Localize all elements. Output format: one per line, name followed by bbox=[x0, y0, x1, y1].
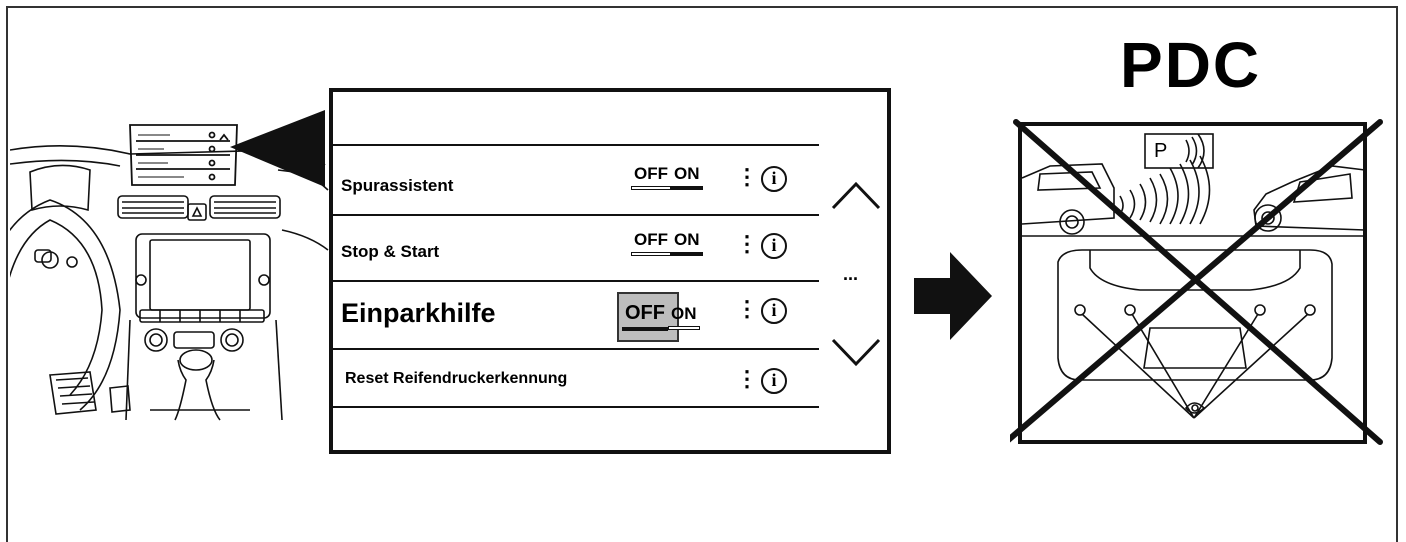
toggle-on-label: ON bbox=[668, 304, 700, 330]
info-icon[interactable]: i bbox=[761, 166, 787, 192]
toggle-on-label: ON bbox=[671, 164, 703, 190]
more-options-icon[interactable]: ⋮ bbox=[736, 231, 758, 256]
more-options-icon[interactable]: ⋮ bbox=[736, 366, 758, 391]
info-icon[interactable]: i bbox=[761, 298, 787, 324]
toggle-off-label: OFF bbox=[622, 302, 668, 331]
row-label: Stop & Start bbox=[341, 242, 440, 261]
parking-sensor-symbol: P bbox=[1154, 140, 1168, 162]
row-label: Reset Reifendruckerkennung bbox=[345, 370, 568, 387]
pdc-illustration bbox=[1010, 119, 1383, 445]
more-options-icon[interactable]: ⋮ bbox=[736, 164, 758, 189]
toggle-off-label: OFF bbox=[631, 230, 671, 256]
toggle-off-label: OFF bbox=[631, 164, 671, 190]
figure-frame bbox=[6, 6, 1398, 542]
chevron-down-icon[interactable] bbox=[829, 336, 883, 370]
selection-highlight bbox=[617, 292, 679, 342]
arrow-right-icon bbox=[914, 252, 992, 340]
toggle-on-label: ON bbox=[671, 230, 703, 256]
more-indicator: ... bbox=[843, 264, 859, 284]
info-icon[interactable]: i bbox=[761, 368, 787, 394]
row-label: Spurassistent bbox=[341, 176, 454, 195]
more-options-icon[interactable]: ⋮ bbox=[736, 296, 758, 321]
pdc-title: PDC bbox=[1120, 29, 1262, 101]
settings-row-reset-reifendruck[interactable]: Reset Reifendruckerkennung ⋮ i bbox=[333, 348, 819, 408]
info-icon[interactable]: i bbox=[761, 233, 787, 259]
in-car-screen-callout bbox=[129, 110, 325, 187]
row-label: Einparkhilfe bbox=[341, 298, 496, 328]
chevron-up-icon[interactable] bbox=[829, 178, 883, 212]
dashboard-illustration bbox=[10, 145, 329, 421]
